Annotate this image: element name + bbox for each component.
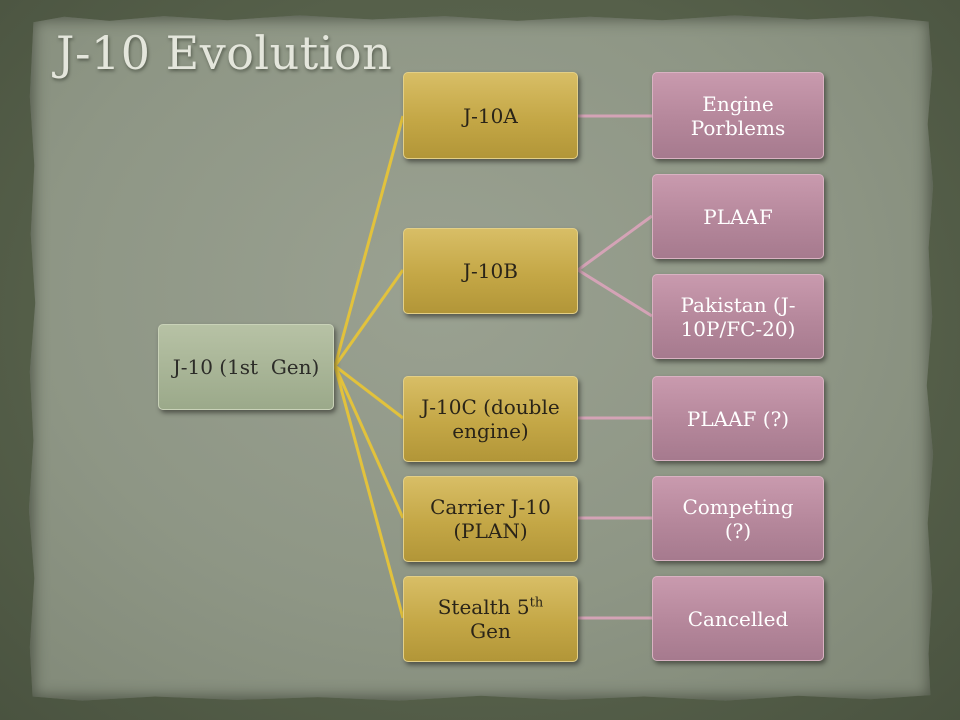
variant-node-j10a: J-10A [403,72,578,159]
outcome-label: Pakistan (J-10P/FC-20) [680,292,796,341]
connector-root-j10b [333,269,405,367]
outcome-node-cancelled: Cancelled [652,576,824,661]
outcome-label: Competing (?) [682,494,794,543]
connector-root-stealth [333,365,405,619]
outcome-label: Engine Porblems [690,91,786,140]
variant-label: J-10C (double engine) [421,395,560,443]
variant-label: Carrier J-10 (PLAN) [430,495,551,543]
variant-label-main: Stealth 5 [437,595,530,619]
variant-node-j10b: J-10B [403,228,578,314]
connector-root-j10c [334,364,404,420]
variant-node-stealth: Stealth 5th Gen [403,576,578,662]
outcome-node-pakistan: Pakistan (J-10P/FC-20) [652,274,824,359]
root-node: J-10 (1st Gen) [158,324,334,410]
connector-root-j10a [333,115,405,367]
outcome-label: PLAAF [703,204,773,229]
outcome-label: Cancelled [687,606,789,631]
variant-label: Stealth 5th Gen [438,595,544,643]
variant-node-carrier: Carrier J-10 (PLAN) [403,476,578,562]
outcome-node-plaaf-uncertain: PLAAF (?) [652,376,824,461]
variant-label: J-10B [463,259,518,283]
outcome-node-plaaf: PLAAF [652,174,824,259]
connector-j10b-plaaf [577,214,653,272]
connector-root-carrier [333,365,405,519]
connector-j10b-pakistan [577,268,653,318]
variant-label: J-10A [463,103,518,128]
variant-node-j10c: J-10C (double engine) [403,376,578,462]
outcome-node-competing: Competing (?) [652,476,824,561]
page-title: J-10 Evolution [56,26,393,80]
outcome-label: PLAAF (?) [686,406,790,431]
variant-label-tail: Gen [470,619,511,643]
root-node-label: J-10 (1st Gen) [172,355,320,379]
variant-label-superscript: th [529,595,544,611]
outcome-node-engine-problems: Engine Porblems [652,72,824,159]
variant-connectors [577,114,653,620]
root-connectors [333,115,405,619]
